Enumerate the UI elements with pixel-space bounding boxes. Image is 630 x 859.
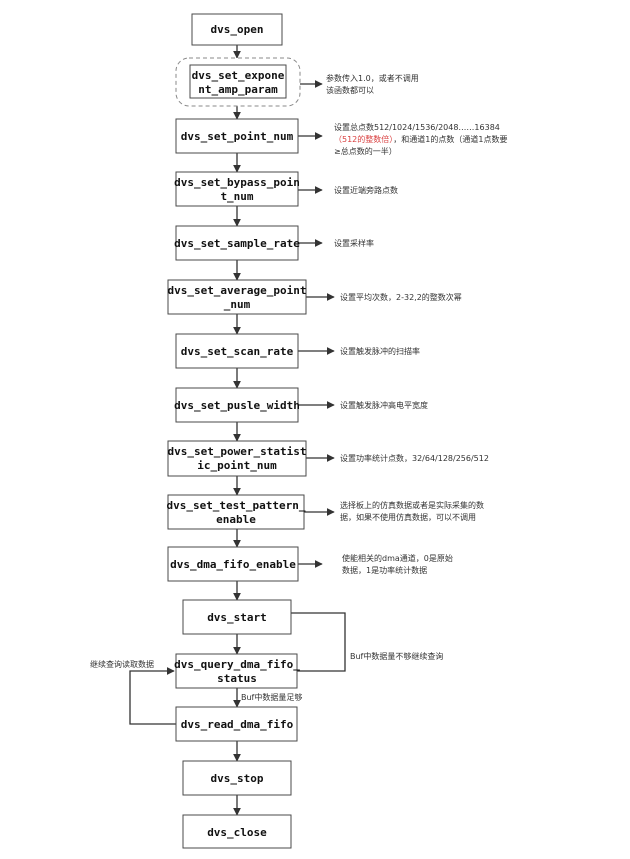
fn-exponent-l2: nt_amp_param	[198, 83, 278, 96]
box-dvs-set-power	[167, 440, 307, 477]
fn-bypass-l1: dvs_set_bypass_poin	[174, 176, 300, 189]
fn-dma-fifo-enable: dvs_dma_fifo_enable	[170, 558, 296, 571]
fn-query-l2: status	[217, 672, 257, 685]
fn-average-l2: _num	[224, 298, 251, 311]
box-dvs-set-test-pattern	[167, 494, 305, 530]
fn-power-l1: dvs_set_power_statist	[167, 445, 306, 458]
fn-exponent-l1: dvs_set_expone	[192, 69, 285, 82]
note-bypass: 设置近端旁路点数	[334, 185, 398, 195]
note-exponent-l1: 参数传入1.0，或者不调用	[326, 73, 419, 83]
box-dvs-dma-fifo-enable	[167, 546, 299, 582]
note-pulse: 设置触发脉冲高电平宽度	[340, 400, 428, 410]
read-loop-arrow	[129, 667, 176, 725]
note-point-rest: ，和通道1的点数（通道1点数要	[393, 134, 507, 144]
note-scan: 设置触发脉冲的扫描率	[340, 346, 420, 356]
box-dvs-close	[182, 814, 292, 849]
fn-bypass-l2: t_num	[220, 190, 253, 203]
box-dvs-set-pulse-width	[175, 387, 299, 423]
fn-dvs-open: dvs_open	[211, 23, 264, 36]
box-dvs-set-scan-rate	[175, 333, 299, 369]
fn-test-l2: enable	[216, 513, 256, 526]
box-dvs-query	[175, 653, 298, 689]
fn-power-l2: ic_point_num	[197, 459, 277, 472]
box-dvs-read	[175, 706, 298, 742]
note-power: 设置功率统计点数，32/64/128/256/512	[340, 453, 489, 463]
fn-query-l1: dvs_query_dma_fifo_	[174, 658, 300, 671]
fn-sample-rate: dvs_set_sample_rate	[174, 237, 300, 250]
note-test-l1: 选择板上的仿真数据或者是实际采集的数	[340, 500, 484, 510]
label-buf-not-enough: Buf中数据量不够继续查询	[350, 651, 443, 661]
note-average: 设置平均次数，2-32,2的整数次幂	[340, 292, 462, 302]
fn-average-l1: dvs_set_average_point	[167, 284, 306, 297]
box-dvs-set-exponent	[189, 64, 287, 99]
box-dvs-start	[182, 599, 292, 635]
fn-pulse-width: dvs_set_pusle_width	[174, 399, 300, 412]
note-sample: 设置采样率	[334, 238, 374, 248]
box-dvs-stop	[182, 760, 292, 796]
note-point-l2: （512的整数倍），和通道1的点数（通道1点数要	[334, 134, 507, 144]
label-buf-enough: Buf中数据量足够	[241, 692, 302, 702]
box-dvs-set-sample-rate	[175, 225, 299, 261]
fn-scan-rate: dvs_set_scan_rate	[181, 345, 294, 358]
note-test-l2: 据，如果不使用仿真数据，可以不调用	[340, 512, 476, 522]
note-exponent-l2: 该函数都可以	[326, 85, 374, 95]
fn-point-num: dvs_set_point_num	[181, 130, 294, 143]
fn-start: dvs_start	[207, 611, 267, 624]
box-dvs-open	[191, 13, 283, 46]
query-loop-arrow	[238, 609, 346, 672]
note-point-l1: 设置总点数512/1024/1536/2048……16384	[334, 122, 500, 132]
box-dvs-set-average	[167, 279, 307, 315]
note-dma-l2: 数据，1是功率统计数据	[342, 565, 427, 575]
fn-test-l1: dvs_set_test_pattern_	[166, 499, 305, 512]
note-point-red: （512的整数倍）	[334, 134, 393, 144]
note-dma-l1: 使能相关的dma通道，0是原始	[342, 553, 453, 563]
note-point-l3: ≥总点数的一半）	[334, 146, 397, 156]
fn-read: dvs_read_dma_fifo	[181, 718, 294, 731]
fn-close: dvs_close	[207, 826, 267, 839]
fn-stop: dvs_stop	[211, 772, 264, 785]
box-dvs-set-point-num	[175, 118, 299, 154]
label-continue-read: 继续查询读取数据	[90, 659, 154, 669]
box-dvs-set-bypass	[175, 171, 299, 207]
note-arrows	[298, 80, 335, 568]
